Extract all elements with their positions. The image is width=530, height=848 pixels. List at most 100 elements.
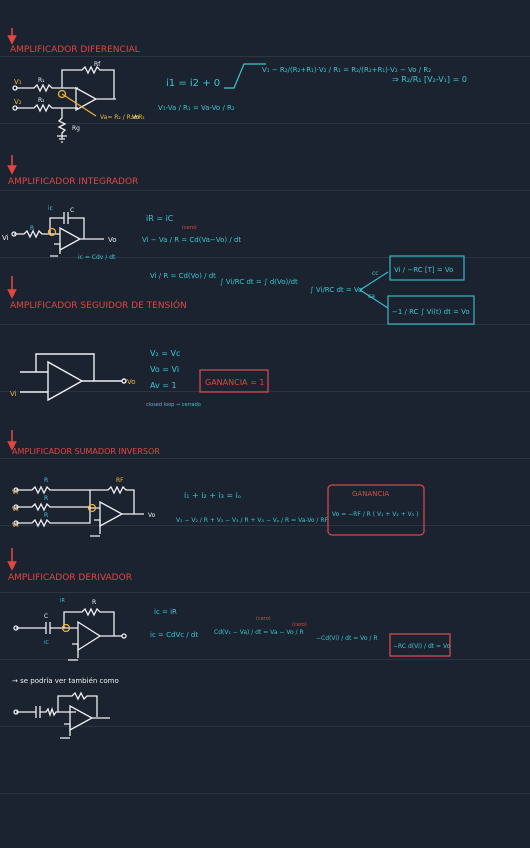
label-r3: R	[44, 512, 48, 519]
box-case-a	[389, 255, 465, 281]
section-sumador: AMPLIFICADOR SUMADOR INVERSOR V₁ V₂ V₃ R…	[7, 430, 425, 537]
label-ic: iC	[44, 640, 49, 646]
circuit-derivador	[13, 607, 127, 661]
circuit-diferencial	[12, 65, 116, 143]
ruled-line	[0, 592, 530, 593]
label-vi: Vi	[10, 390, 17, 398]
node-va	[57, 89, 67, 99]
gain-box	[327, 484, 425, 536]
label-vi: Vi	[2, 234, 9, 242]
formula-3: Cd(V₁ − Va) / dt = Va − Vo / R	[214, 629, 304, 636]
circuit-seguidor	[20, 353, 127, 402]
formulas-sumador: i₁ + i₂ + i₃ = iₒ V₁ − V₂ / R + V₂ − V₃ …	[176, 491, 329, 524]
label-v1: V₁	[14, 78, 22, 86]
formula-3: Vi / R = Cd(Vo) / dt	[150, 272, 216, 280]
formulas-diferencial: i1 = i2 + 0 V₁-Va / R₁ = Va-Vo / R₂ V₁ −…	[158, 63, 467, 112]
formula-case-a: Vi / −RC [T] = Vo	[394, 266, 453, 274]
label-va-formula: Va= R₂ / R₂+R₁	[100, 114, 145, 121]
result-box	[389, 633, 451, 657]
label-ic-formula: ic = Cdv / dt	[78, 254, 116, 261]
label-rf: Rf	[94, 61, 101, 68]
ruled-line	[0, 458, 530, 459]
formula-3: V₁ − R₂/(R₂+R₁)·V₂ / R₁ = R₂/(R₂+R₁)·V₂ …	[262, 66, 431, 74]
formula-5: −RC d(Vi) / dt = Vo	[393, 643, 451, 650]
section-integrador: AMPLIFICADOR INTEGRADOR Vi R C ic Vo ic …	[2, 155, 475, 325]
label-r2: R₂	[38, 97, 45, 104]
circuit-derivador-alt	[13, 691, 110, 739]
gain-box	[199, 369, 269, 393]
ruled-line	[0, 56, 530, 57]
label-vo: Vo	[127, 378, 136, 386]
ruled-line	[0, 793, 530, 794]
note-closed: closed loop → cerrado	[146, 402, 201, 408]
formula-4: −Cd(Vi) / dt = Vo / R	[316, 635, 378, 642]
label-ic: ic	[48, 205, 53, 212]
node-va	[47, 227, 57, 237]
circuit-integrador	[11, 212, 104, 257]
ruled-line	[0, 525, 530, 526]
section-title: AMPLIFICADOR INTEGRADOR	[8, 177, 138, 187]
section-title: AMPLIFICADOR DIFERENCIAL	[10, 45, 140, 55]
formula-1: iR = iC	[146, 214, 174, 223]
annot-cero: (cero)	[182, 225, 197, 231]
formula-2: iᴄ = CdVc / dt	[150, 631, 198, 639]
label-rf: RF	[116, 477, 124, 484]
label-vo: Vo	[108, 236, 117, 244]
ruled-line	[0, 659, 530, 660]
label-r1: R₁	[38, 77, 45, 84]
label-v3: V₃	[12, 522, 19, 529]
label-vo: Vo	[132, 114, 140, 121]
formula-4: ⇒ R₂/R₁ [V₂-V₁] = 0	[392, 75, 467, 84]
label-r: R	[30, 225, 34, 232]
formula-5: ∫ Vi/RC dt = Vo	[310, 286, 362, 294]
formula-case-b: −1 / RC ∫ Vi(t) dt = Vo	[392, 308, 470, 316]
ruled-line	[0, 190, 530, 191]
formula-2: V₁-Va / R₁ = Va-Vo / R₂	[158, 104, 235, 112]
formula-2: V₁ − V₂ / R + V₂ − V₃ / R + V₃ − Vₐ / R …	[176, 517, 329, 524]
formulas-seguidor: V₂ = Vc Vo = Vi Av = 1 closed loop → cer…	[146, 349, 201, 408]
section-diferencial: AMPLIFICADOR DIFERENCIAL V₁ V₂ R₁ R₂ Rf …	[7, 28, 467, 143]
label-ca: ca	[368, 293, 375, 300]
section-title: AMPLIFICADOR SEGUIDOR DE TENSIÓN	[10, 299, 187, 311]
alt-note: → se podría ver también como	[12, 677, 119, 685]
formula-3: Av = 1	[150, 381, 177, 390]
gain-formula: Vo = −RF / R ( V₁ + V₂ + V₃ )	[332, 511, 418, 518]
formula-1: V₂ = Vc	[150, 349, 180, 358]
label-cc: cc	[372, 270, 379, 277]
formula-1: i₁ + i₂ + i₃ = iₒ	[184, 491, 241, 500]
annot-cero-2: (cero)	[292, 622, 307, 628]
formula-1: iᴄ = iR	[154, 608, 177, 616]
section-title: AMPLIFICADOR DERIVADOR	[8, 573, 132, 583]
formula-1: i1 = i2 + 0	[166, 78, 220, 89]
section-title: AMPLIFICADOR SUMADOR INVERSOR	[12, 447, 160, 456]
node-va	[87, 503, 97, 513]
section-seguidor: AMPLIFICADOR SEGUIDOR DE TENSIÓN Vi Vo V…	[7, 276, 269, 408]
label-v2: V₂	[12, 506, 19, 513]
label-ir: iR	[60, 598, 65, 604]
ruled-line	[0, 257, 530, 258]
formula-4: ∫ Vi/RC dt = ∫ d(Vo)/dt	[220, 278, 298, 286]
ruled-line	[0, 324, 530, 325]
ruled-line	[0, 726, 530, 727]
label-c: C	[44, 613, 48, 620]
label-vo: Vo	[148, 512, 156, 519]
label-r2: R	[44, 495, 48, 502]
gain-title: GANANCIA	[352, 490, 389, 498]
formulas-derivador: iᴄ = iR iᴄ = CdVc / dt Cd(V₁ − Va) / dt …	[150, 608, 378, 642]
annot-cero-1: (cero)	[256, 616, 271, 622]
node-va	[61, 623, 71, 633]
label-v1: V₁	[12, 489, 19, 496]
section-derivador: AMPLIFICADOR DERIVADOR C R iR iC iᴄ = iR…	[7, 548, 451, 739]
label-c: C	[70, 207, 74, 214]
label-r1: R	[44, 477, 48, 484]
formula-2: Vi − Va / R = Cd(Va−Vo) / dt	[142, 236, 241, 244]
ruled-line	[0, 123, 530, 124]
formula-2: Vo = Vi	[150, 365, 179, 374]
box-case-b	[387, 295, 475, 325]
label-v2: V₂	[14, 98, 22, 106]
circuit-sumador	[13, 485, 144, 537]
label-r: R	[92, 599, 96, 606]
label-rg: Rg	[72, 125, 80, 132]
formulas-integrador: iR = iC Vi − Va / R = Cd(Va−Vo) / dt (ce…	[142, 214, 475, 325]
